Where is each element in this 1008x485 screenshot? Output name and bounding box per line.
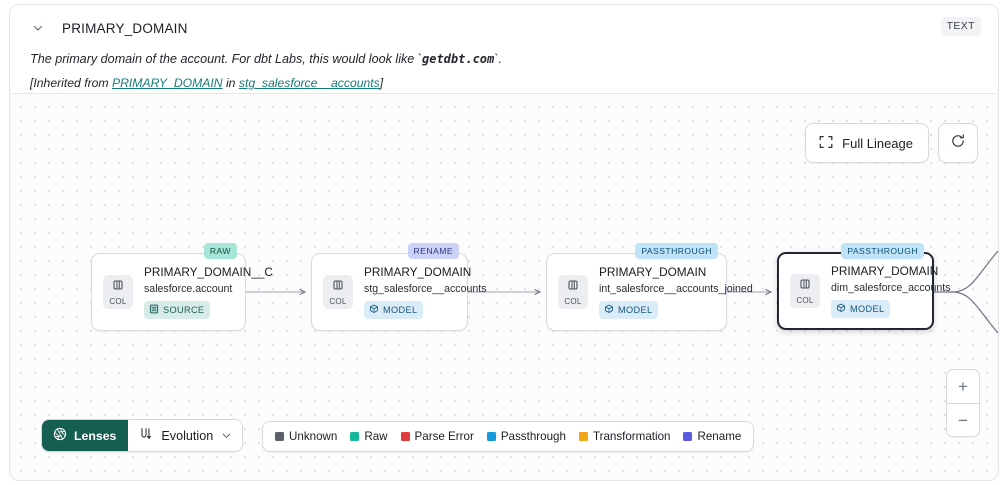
description-suffix: `. <box>494 52 502 66</box>
chevron-down-icon[interactable] <box>30 20 46 36</box>
legend-item[interactable]: Transformation <box>578 430 671 443</box>
inherited-mid: in <box>222 76 239 90</box>
column-icon <box>112 278 124 296</box>
node-column-name: PRIMARY_DOMAIN <box>364 265 472 279</box>
legend-swatch <box>400 432 410 441</box>
legend-label: Unknown <box>289 430 338 443</box>
node-column-name: PRIMARY_DOMAIN <box>599 265 707 279</box>
inherited-model-link[interactable]: stg_salesforce__accounts <box>238 76 380 90</box>
refresh-button[interactable] <box>938 123 978 163</box>
chevron-down-icon <box>221 430 232 441</box>
legend-item[interactable]: Rename <box>683 430 741 443</box>
lineage-node[interactable]: RENAME COL <box>311 243 487 331</box>
node-column-name: PRIMARY_DOMAIN__C <box>144 265 273 279</box>
evolution-icon <box>139 427 153 444</box>
lineage-node-selected[interactable]: PASSTHROUGH COL <box>777 243 951 330</box>
legend-label: Transformation <box>592 430 671 443</box>
legend-swatch <box>683 432 693 441</box>
legend-swatch <box>350 432 360 441</box>
node-kind-label: SOURCE <box>163 304 205 315</box>
node-tag-badge: RENAME <box>407 243 459 259</box>
node-kind-label: MODEL <box>618 304 653 315</box>
lens-toolbar: Lenses Evolution <box>41 419 244 452</box>
node-kind-label: MODEL <box>383 304 418 315</box>
page-title: PRIMARY_DOMAIN <box>62 20 188 36</box>
column-chip-label: COL <box>329 297 347 306</box>
evolution-button[interactable]: Evolution <box>128 420 243 451</box>
node-dataset-name: int_salesforce__accounts_joined <box>599 283 753 295</box>
column-chip: COL <box>790 274 820 308</box>
column-description: The primary domain of the account. For d… <box>30 50 982 68</box>
aperture-icon <box>53 427 67 444</box>
inherited-from-note: [Inherited from PRIMARY_DOMAIN in stg_sa… <box>30 75 982 92</box>
node-kind-badge: SOURCE <box>144 301 211 319</box>
cube-icon <box>604 304 614 317</box>
legend-item[interactable]: Raw <box>350 430 388 443</box>
legend-swatch <box>275 432 284 441</box>
lineage-edges <box>246 250 998 334</box>
node-dataset-name: salesforce.account <box>144 283 233 295</box>
node-kind-label: MODEL <box>850 303 885 314</box>
column-icon <box>332 278 344 296</box>
expand-icon <box>819 135 833 152</box>
legend-label: Parse Error <box>414 430 474 443</box>
canvas-top-controls: Full Lineage <box>805 123 978 163</box>
node-dataset-name: stg_salesforce__accounts <box>364 283 487 295</box>
node-kind-badge: MODEL <box>831 300 891 318</box>
column-chip-label: COL <box>109 297 127 306</box>
table-icon <box>149 304 159 317</box>
node-kind-badge: MODEL <box>599 301 659 319</box>
node-column-name: PRIMARY_DOMAIN <box>831 264 939 278</box>
legend-swatch <box>578 432 588 441</box>
legend-item[interactable]: Passthrough <box>486 430 566 443</box>
cube-icon <box>369 304 379 317</box>
refresh-icon <box>950 133 966 154</box>
zoom-out-button[interactable]: − <box>947 403 979 436</box>
description-prefix: The primary domain of the account. For d… <box>30 52 422 66</box>
legend: Unknown Raw Parse Error Passthrough Tran… <box>262 421 755 452</box>
column-chip-label: COL <box>564 297 582 306</box>
legend-swatch <box>486 432 496 441</box>
inherited-prefix: [Inherited from <box>30 76 112 90</box>
inherited-suffix: ] <box>379 76 384 90</box>
legend-label: Raw <box>364 430 388 443</box>
cube-icon <box>836 303 846 316</box>
lenses-label: Lenses <box>74 428 117 443</box>
column-detail-card: PRIMARY_DOMAIN TEXT The primary domain o… <box>9 4 999 481</box>
zoom-controls: + − <box>946 369 980 437</box>
column-icon <box>799 277 811 295</box>
card-header: PRIMARY_DOMAIN TEXT The primary domain o… <box>10 5 998 92</box>
inherited-column-link[interactable]: PRIMARY_DOMAIN <box>111 76 223 90</box>
column-chip: COL <box>558 275 588 309</box>
node-tag-badge: PASSTHROUGH <box>635 243 718 259</box>
legend-label: Rename <box>697 430 742 443</box>
legend-item[interactable]: Parse Error <box>400 430 474 443</box>
lineage-node[interactable]: RAW COL <box>91 243 273 331</box>
full-lineage-label: Full Lineage <box>842 135 913 151</box>
legend-item[interactable]: Unknown <box>275 430 337 443</box>
full-lineage-button[interactable]: Full Lineage <box>805 123 929 163</box>
lineage-node[interactable]: PASSTHROUGH COL <box>546 243 753 331</box>
lineage-canvas[interactable]: Full Lineage <box>10 93 998 480</box>
evolution-label: Evolution <box>161 428 214 443</box>
node-tag-badge: RAW <box>203 243 237 259</box>
legend-label: Passthrough <box>500 430 566 443</box>
node-kind-badge: MODEL <box>364 301 424 319</box>
lineage-graph: RAW COL <box>10 94 998 480</box>
column-icon <box>567 278 579 296</box>
node-tag-badge: PASSTHROUGH <box>841 243 924 259</box>
zoom-in-button[interactable]: + <box>958 377 968 396</box>
column-chip-label: COL <box>796 296 814 305</box>
type-badge: TEXT <box>940 17 981 36</box>
column-chip: COL <box>323 275 353 309</box>
description-code: getdbt.com <box>422 52 495 66</box>
column-chip: COL <box>103 275 133 309</box>
lenses-button[interactable]: Lenses <box>42 420 129 451</box>
node-dataset-name: dim_salesforce_accounts <box>831 282 951 294</box>
